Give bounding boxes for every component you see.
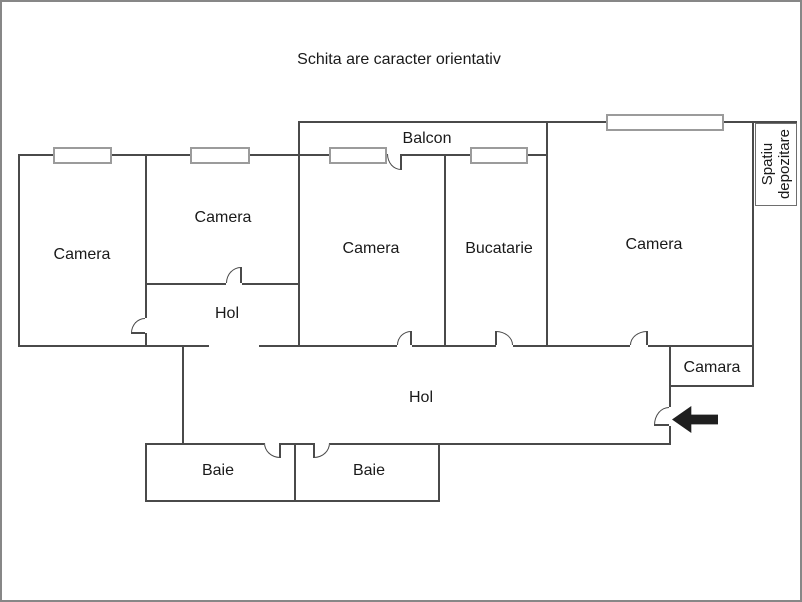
wall — [438, 443, 440, 502]
door-balcon — [387, 154, 401, 170]
window — [606, 114, 724, 131]
wall — [145, 443, 147, 502]
wall — [444, 154, 446, 347]
wall — [242, 283, 300, 285]
wall — [182, 345, 184, 445]
wall — [145, 333, 147, 347]
storage-room-outline — [755, 123, 797, 206]
door-leaf — [279, 443, 281, 458]
wall — [145, 283, 226, 285]
door-leaf — [410, 331, 412, 345]
window — [53, 147, 112, 164]
wall — [145, 500, 440, 502]
wall — [259, 345, 397, 347]
door-leaf — [654, 424, 669, 426]
wall — [145, 154, 147, 318]
room-label-baie-1: Baie — [201, 461, 235, 479]
wall — [669, 345, 671, 407]
door-baie-2 — [314, 443, 330, 458]
wall — [669, 385, 754, 387]
wall — [648, 345, 754, 347]
door-leaf — [131, 332, 145, 334]
door-bucatarie — [496, 331, 513, 345]
window — [190, 147, 250, 164]
room-label-camera-2: Camera — [194, 208, 252, 226]
room-label-spatiu-depozitare: Spatiu depozitare — [758, 128, 793, 200]
wall — [294, 443, 296, 502]
room-label-baie-2: Baie — [352, 461, 386, 479]
room-label-bucatarie: Bucatarie — [465, 239, 533, 257]
door-baie-1 — [264, 443, 280, 458]
wall — [280, 443, 314, 445]
door-entrance — [654, 407, 669, 425]
door-leaf — [646, 331, 648, 345]
door-leaf — [400, 154, 402, 170]
door-camera-4 — [630, 331, 647, 345]
wall — [669, 426, 671, 445]
wall — [412, 345, 496, 347]
wall — [145, 443, 264, 445]
room-label-camera-1: Camera — [53, 245, 111, 263]
window — [329, 147, 387, 164]
wall — [298, 121, 300, 347]
room-label-hol-lower: Hol — [408, 388, 434, 406]
room-label-hol-upper: Hol — [214, 304, 240, 322]
entrance-arrow-icon — [672, 406, 718, 433]
wall — [513, 345, 630, 347]
wall — [752, 121, 754, 387]
door-leaf — [240, 267, 242, 283]
wall — [330, 443, 669, 445]
door-camera-2 — [226, 267, 241, 283]
wall — [18, 345, 209, 347]
door-camera-1 — [131, 318, 145, 333]
room-label-camara: Camara — [683, 358, 741, 376]
room-label-camera-3: Camera — [342, 239, 400, 257]
room-label-camera-4: Camera — [625, 235, 683, 253]
door-camera-3 — [397, 331, 411, 345]
wall — [18, 154, 20, 347]
room-label-balcon: Balcon — [402, 129, 452, 147]
window — [470, 147, 528, 164]
plan-title: Schita are caracter orientativ — [297, 51, 501, 68]
wall — [546, 121, 548, 347]
